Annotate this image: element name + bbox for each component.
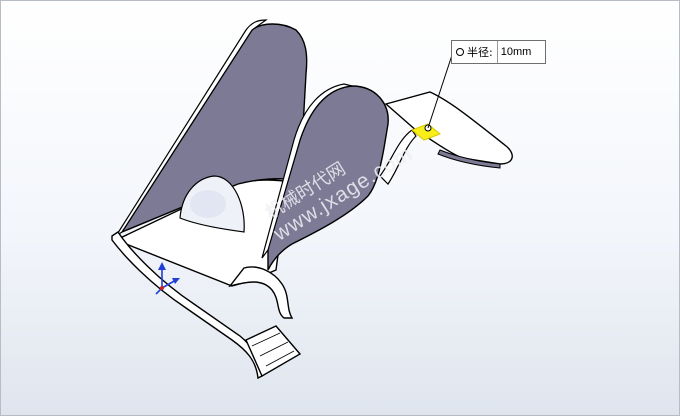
s-bend-flange[interactable] xyxy=(228,266,294,319)
tab-hatch-line xyxy=(259,341,289,357)
front-bend-lip[interactable] xyxy=(111,231,263,380)
selected-bend-edge[interactable] xyxy=(411,123,441,141)
callout-label-cell: 半径: xyxy=(452,41,498,63)
radius-value-field[interactable]: 10mm xyxy=(500,46,532,58)
radius-point-icon xyxy=(456,48,464,56)
callout-label-text: 半径: xyxy=(467,46,493,59)
radius-dimension-callout[interactable]: 半径: 10mm xyxy=(451,40,546,64)
right-connector[interactable] xyxy=(379,129,417,185)
callout-leader-line xyxy=(427,51,454,129)
right-arm-edge xyxy=(437,149,501,169)
tab-hatch-line xyxy=(265,350,295,367)
coordinate-triad-icon xyxy=(155,262,180,295)
left-wall-inner-face[interactable] xyxy=(120,23,308,234)
dome-shading xyxy=(190,190,226,218)
tab-hatch-line xyxy=(251,332,281,347)
right-arm-flange[interactable] xyxy=(384,91,513,165)
right-wall-edge xyxy=(261,83,353,259)
left-wall-edge xyxy=(115,19,268,237)
bottom-tab[interactable] xyxy=(245,325,302,377)
